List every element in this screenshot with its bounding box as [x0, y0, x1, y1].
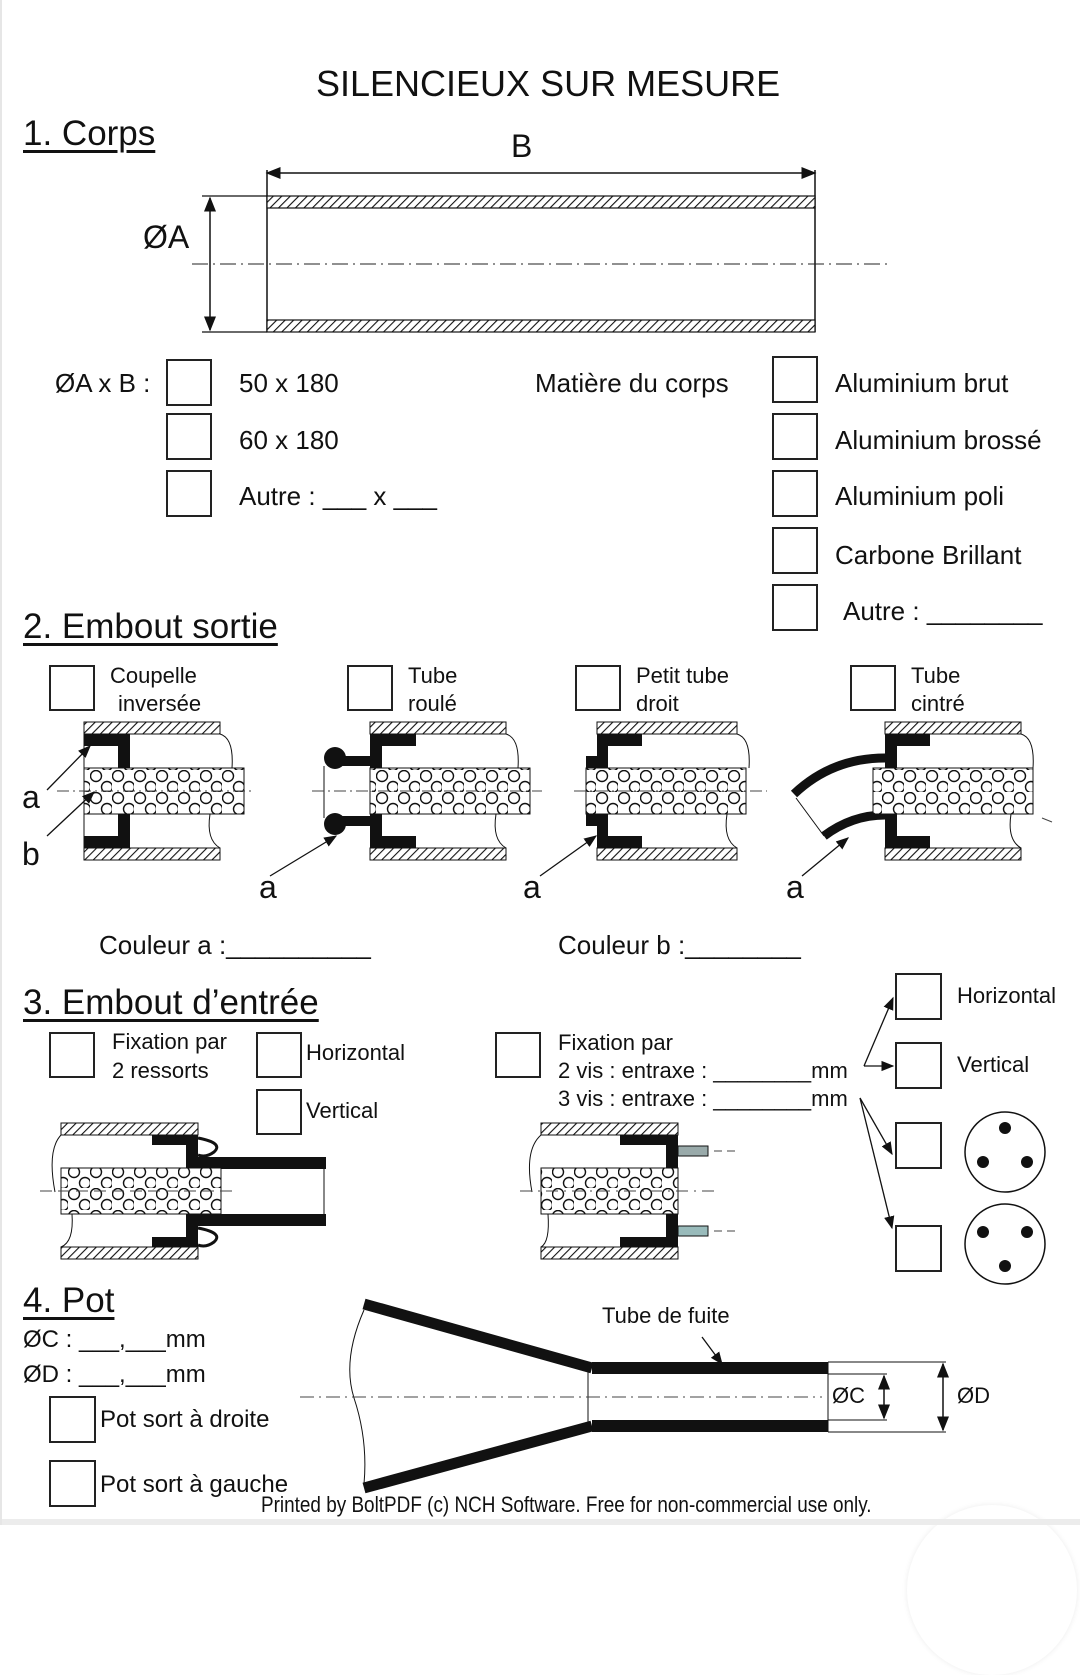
screws-horizontal-label: Horizontal — [957, 983, 1057, 1008]
outlet-rolled-diagram — [269, 721, 542, 877]
size-label: ØA x B : — [55, 368, 151, 398]
bottom-edge — [2, 1519, 1080, 1525]
outlet-checkbox-cup[interactable] — [49, 665, 95, 711]
callout-a: a — [22, 779, 40, 815]
size-option-label: 60 x 180 — [239, 425, 339, 455]
pot-diagram — [300, 1298, 949, 1494]
diameter-c-label: ØC — [832, 1383, 865, 1408]
springs-label-line1: Fixation par — [112, 1029, 227, 1054]
screws-checkbox-vertical[interactable] — [895, 1042, 942, 1089]
screws-checkbox-horizontal[interactable] — [895, 973, 942, 1020]
technical-drawings — [40, 167, 1053, 1494]
material-checkbox-brushed-aluminium[interactable] — [772, 413, 818, 460]
inlet-checkbox-springs[interactable] — [49, 1032, 95, 1078]
callout-a: a — [259, 869, 277, 905]
outlet-bent-diagram — [790, 721, 1053, 877]
material-label: Matière du corps — [535, 368, 729, 398]
page-title: SILENCIEUX SUR MESURE — [316, 63, 781, 104]
screws-vertical-label: Vertical — [957, 1052, 1030, 1077]
screws-label-line1: Fixation par — [558, 1030, 673, 1055]
section-heading-body: 1. Corps — [23, 114, 156, 153]
screws-2-entraxe-field[interactable]: 2 vis : entraxe : ________mm — [558, 1058, 848, 1083]
pot-exit-right-checkbox[interactable] — [49, 1396, 96, 1443]
size-checkbox-50x180[interactable] — [166, 359, 212, 406]
callout-b: b — [22, 836, 40, 872]
diameter-c-field[interactable]: ØC : ___,___mm — [23, 1326, 206, 1353]
three-bolt-pattern-down-icon — [964, 1203, 1046, 1285]
color-b-field[interactable]: Couleur b :________ — [558, 930, 801, 960]
material-checkbox-raw-aluminium[interactable] — [772, 356, 818, 403]
material-checkbox-polished-aluminium[interactable] — [772, 470, 818, 517]
material-option-label: Aluminium poli — [835, 481, 1005, 511]
material-option-label: Aluminium brut — [835, 368, 1009, 398]
inlet-screw-diagram — [520, 996, 1046, 1285]
dimension-label-b: B — [511, 128, 533, 164]
material-checkbox-other[interactable] — [772, 584, 818, 631]
inlet-checkbox-screws[interactable] — [495, 1032, 541, 1078]
springs-horizontal-label: Horizontal — [306, 1040, 406, 1065]
diameter-d-field[interactable]: ØD : ___,___mm — [23, 1361, 206, 1388]
outlet-option-line1: Petit tube — [636, 663, 729, 688]
outlet-option-line2: inversée — [118, 691, 202, 716]
material-option-label: Carbone Brillant — [835, 540, 1022, 570]
outlet-checkbox-rolled[interactable] — [347, 665, 393, 711]
outlet-option-line2: roulé — [408, 691, 457, 716]
section-heading-inlet: 3. Embout d’entrée — [23, 983, 319, 1022]
pot-exit-right-label: Pot sort à droite — [100, 1406, 270, 1433]
springs-checkbox-vertical[interactable] — [256, 1089, 302, 1135]
inlet-spring-diagram — [40, 1122, 326, 1260]
material-checkbox-carbon[interactable] — [772, 527, 818, 574]
outlet-option-line1: Tube — [911, 663, 961, 688]
section-heading-pot: 4. Pot — [23, 1281, 115, 1320]
outlet-cup-diagram — [46, 721, 254, 861]
outlet-option-line2: cintré — [911, 691, 965, 716]
footer-watermark: Printed by BoltPDF (c) NCH Software. Fre… — [261, 1492, 872, 1517]
springs-label-line2: 2 ressorts — [112, 1058, 209, 1083]
pot-exit-left-checkbox[interactable] — [49, 1460, 96, 1507]
floating-scroll-button[interactable] — [907, 1505, 1077, 1675]
callout-a: a — [786, 869, 804, 905]
outlet-straight-diagram — [539, 721, 767, 877]
dimension-label-a: ØA — [143, 219, 190, 255]
material-option-label: Aluminium brossé — [835, 425, 1042, 455]
three-bolt-down-checkbox[interactable] — [895, 1225, 942, 1272]
outlet-checkbox-straight[interactable] — [575, 665, 621, 711]
outlet-option-line2: droit — [636, 691, 679, 716]
body-tube-diagram — [192, 167, 887, 333]
outlet-option-line1: Tube — [408, 663, 458, 688]
springs-vertical-label: Vertical — [306, 1098, 379, 1123]
material-option-label: Autre : ________ — [843, 596, 1043, 626]
size-checkbox-60x180[interactable] — [166, 413, 212, 460]
three-bolt-pattern-up-icon — [964, 1111, 1046, 1193]
form-page: SILENCIEUX SUR MESURE 1. Corps B ØA ØA x… — [0, 0, 1080, 1525]
screws-3-entraxe-field[interactable]: 3 vis : entraxe : ________mm — [558, 1086, 848, 1111]
pot-exit-left-label: Pot sort à gauche — [100, 1471, 289, 1498]
size-option-label: Autre : ___ x ___ — [239, 481, 438, 511]
size-checkbox-other[interactable] — [166, 470, 212, 517]
section-heading-outlet: 2. Embout sortie — [23, 607, 278, 646]
size-option-label: 50 x 180 — [239, 368, 339, 398]
color-a-field[interactable]: Couleur a :__________ — [99, 930, 371, 960]
callout-a: a — [523, 869, 541, 905]
tube-label: Tube de fuite — [602, 1303, 730, 1328]
three-bolt-up-checkbox[interactable] — [895, 1122, 942, 1169]
springs-checkbox-horizontal[interactable] — [256, 1032, 302, 1078]
outlet-checkbox-bent[interactable] — [850, 665, 896, 711]
outlet-option-line1: Coupelle — [110, 663, 197, 688]
diameter-d-label: ØD — [957, 1383, 990, 1408]
